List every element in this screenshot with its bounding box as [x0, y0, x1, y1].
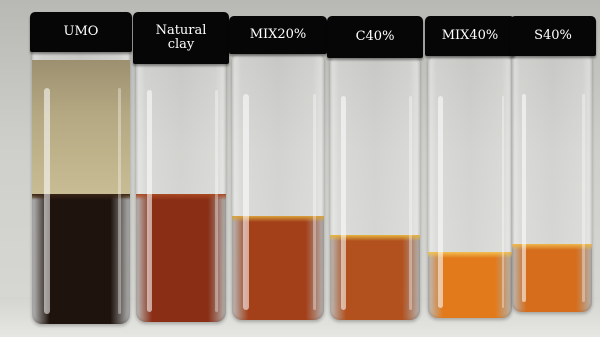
vial-mix20-liquid: [232, 216, 324, 320]
vial-umo-liquid: [32, 194, 130, 324]
vial-umo-meniscus: [32, 194, 130, 200]
vial-mix20-label: MIX20%: [249, 27, 307, 42]
vial-mix40-liquid: [428, 252, 512, 318]
vial-c40-label: C40%: [355, 29, 395, 44]
vial-umo-label: UMO: [63, 24, 99, 39]
vial-umo-upper-phase: [32, 60, 130, 198]
vial-mix40-meniscus: [428, 252, 512, 258]
vial-s40-cap: S40%: [510, 16, 596, 56]
vial-mix40-cap: MIX40%: [425, 16, 515, 56]
vial-natural-clay-label: Natural clay: [155, 23, 207, 52]
vial-c40-meniscus: [330, 235, 420, 241]
vial-s40-meniscus: [512, 244, 592, 250]
vial-c40-liquid: [330, 235, 420, 320]
vial-c40: [330, 56, 420, 320]
vial-s40-label: S40%: [534, 28, 572, 43]
vial-mix40-label: MIX40%: [441, 28, 499, 43]
vial-umo-cap: UMO: [30, 12, 132, 52]
vial-s40: [512, 54, 592, 312]
vial-umo: [32, 48, 130, 324]
vial-c40-cap: C40%: [327, 16, 423, 58]
vial-s40-liquid: [512, 244, 592, 312]
vial-natural-clay-meniscus: [136, 194, 226, 200]
vial-natural-clay: [136, 50, 226, 322]
vial-mix20-meniscus: [232, 216, 324, 222]
vial-mix20-cap: MIX20%: [229, 16, 327, 54]
vial-natural-clay-liquid: [136, 194, 226, 322]
vial-natural-clay-cap: Natural clay: [133, 12, 229, 64]
vial-mix20: [232, 54, 324, 320]
vial-mix40: [428, 56, 512, 318]
